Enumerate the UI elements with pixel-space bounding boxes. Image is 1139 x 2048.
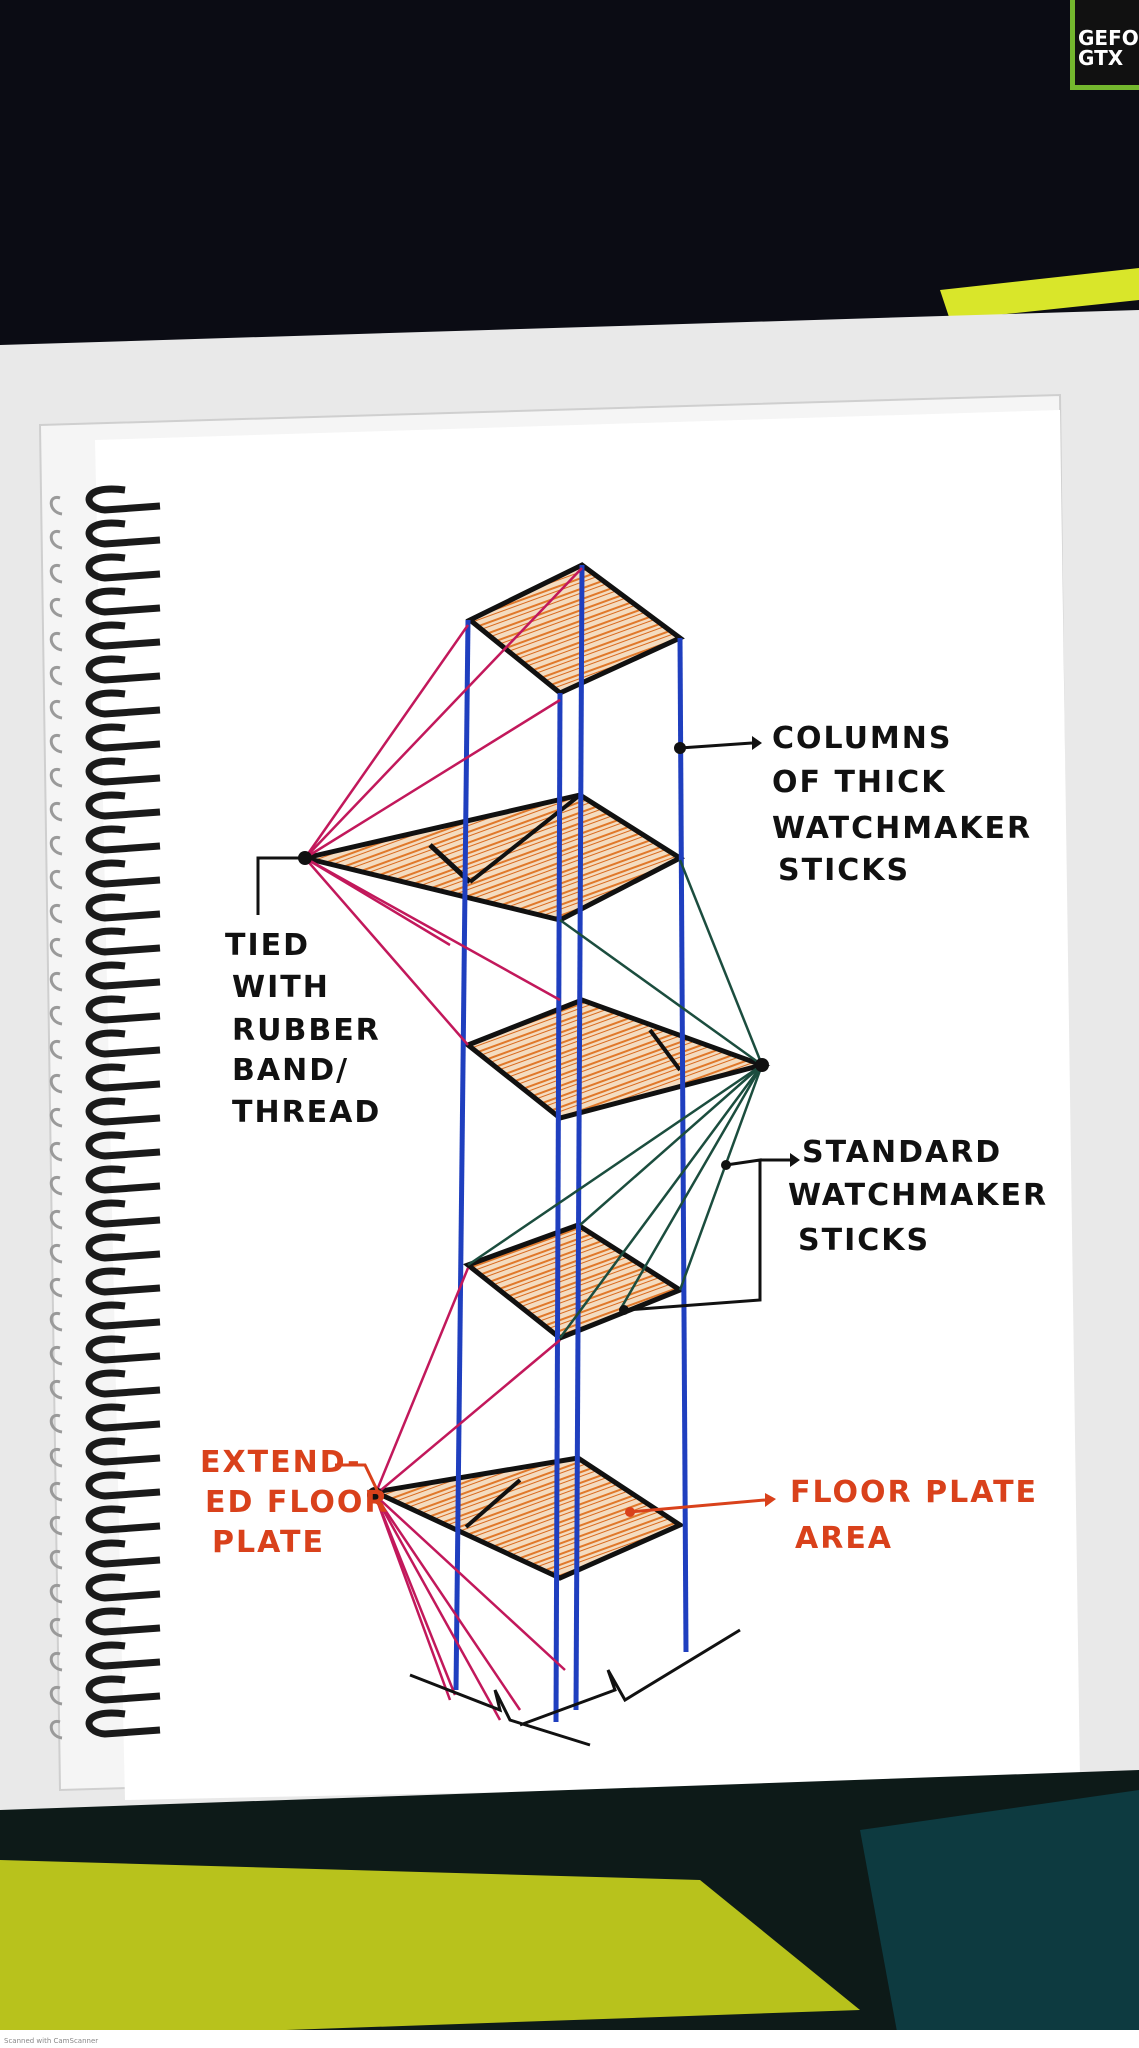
label-tied-2: WITH — [232, 970, 330, 1005]
label-columns-4: STICKS — [778, 853, 910, 888]
fabric-teal — [860, 1790, 1139, 2048]
label-extended-1: EXTEND- — [200, 1445, 362, 1480]
label-floor-area-1: FLOOR PLATE — [790, 1475, 1038, 1510]
gpu-badge: GEFOR GTX — [1070, 0, 1139, 90]
label-columns-1: COLUMNS — [772, 721, 953, 756]
label-columns-2: OF THICK — [772, 765, 946, 800]
scanner-watermark: Scanned with CamScanner — [4, 2037, 98, 2045]
label-extended-3: PLATE — [212, 1525, 325, 1560]
label-tied-1: TIED — [225, 928, 310, 963]
label-columns-3: WATCHMAKER — [772, 811, 1032, 846]
badge-line-2: GTX — [1078, 46, 1124, 70]
label-extended-2: ED FLOOR — [205, 1485, 390, 1520]
label-tied-3: RUBBER — [232, 1013, 381, 1048]
label-standard-2: WATCHMAKER — [788, 1178, 1048, 1213]
label-floor-area-2: AREA — [795, 1521, 893, 1556]
label-tied-4: BAND/ — [232, 1053, 349, 1088]
label-standard-3: STICKS — [798, 1223, 930, 1258]
tie-point-right — [755, 1058, 769, 1072]
label-standard-1: STANDARD — [802, 1135, 1002, 1170]
label-tied-5: THREAD — [232, 1095, 381, 1130]
bottom-strip — [0, 2030, 1139, 2048]
